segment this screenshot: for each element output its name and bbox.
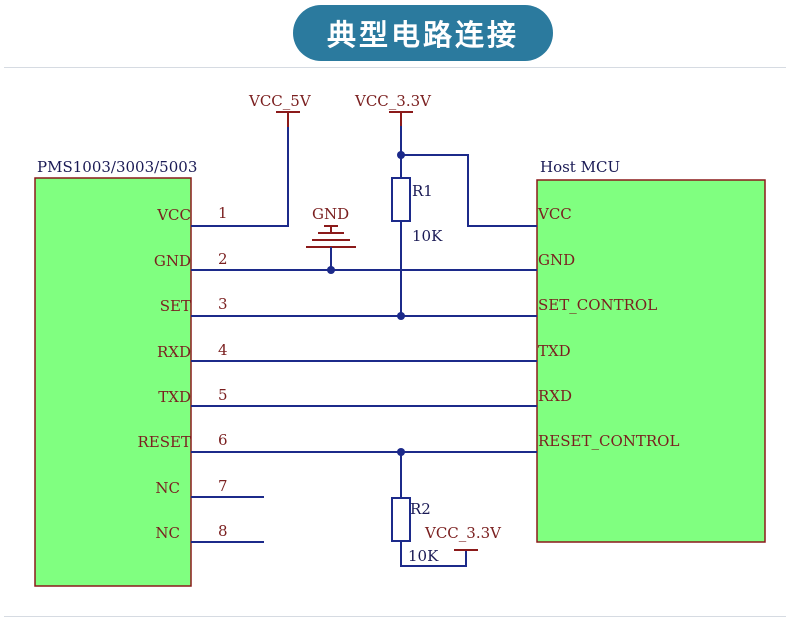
left-pin-label: SET xyxy=(160,297,191,315)
diagram-frame xyxy=(4,67,786,617)
r2-resistor xyxy=(391,497,411,542)
pin-number: 2 xyxy=(218,250,228,268)
left-chip-name: PMS1003/3003/5003 xyxy=(37,158,197,176)
right-pin-label: SET_CONTROL xyxy=(538,296,657,314)
r2-bottom-wire xyxy=(400,541,467,567)
pin-number: 6 xyxy=(218,431,228,449)
left-pin-label: RESET xyxy=(138,433,191,451)
mcu-vcc-wire xyxy=(401,154,537,227)
right-chip-body xyxy=(536,179,766,543)
junction-dot xyxy=(327,266,335,274)
right-pin-label: GND xyxy=(538,251,575,269)
left-pin-label: NC xyxy=(155,524,180,542)
page-title: 典型电路连接 xyxy=(293,5,553,61)
right-pin-label: RESET_CONTROL xyxy=(538,432,679,450)
pin-number: 4 xyxy=(218,341,228,359)
pin-number: 3 xyxy=(218,295,228,313)
r2-name: R2 xyxy=(410,500,431,518)
left-pin-label: TXD xyxy=(158,388,191,406)
right-chip-name: Host MCU xyxy=(540,158,620,176)
r2-value: 10K xyxy=(408,547,439,565)
left-pin-label: NC xyxy=(155,479,180,497)
junction-dot xyxy=(397,312,405,320)
vcc5-label: VCC_5V xyxy=(248,92,312,110)
vcc5-wire xyxy=(191,126,289,227)
left-pin-label: VCC xyxy=(156,206,191,224)
pin-number: 7 xyxy=(218,477,228,495)
right-pin-label: RXD xyxy=(538,387,572,405)
right-pin-label: VCC xyxy=(537,205,572,223)
pin-number: 5 xyxy=(218,386,228,404)
junction-dot xyxy=(397,151,405,159)
left-chip-body xyxy=(34,177,192,587)
vcc33-bottom-label: VCC_3.3V xyxy=(424,524,502,542)
left-pin-label: RXD xyxy=(157,343,191,361)
vcc33-top-label: VCC_3.3V xyxy=(354,92,432,110)
r1-resistor xyxy=(391,177,411,222)
gnd-label: GND xyxy=(312,205,349,223)
pin-number: 8 xyxy=(218,522,228,540)
left-pin-label: GND xyxy=(154,252,191,270)
r1-value: 10K xyxy=(412,227,443,245)
right-pin-label: TXD xyxy=(538,342,571,360)
pin-number: 1 xyxy=(218,204,228,222)
r1-name: R1 xyxy=(412,182,433,200)
